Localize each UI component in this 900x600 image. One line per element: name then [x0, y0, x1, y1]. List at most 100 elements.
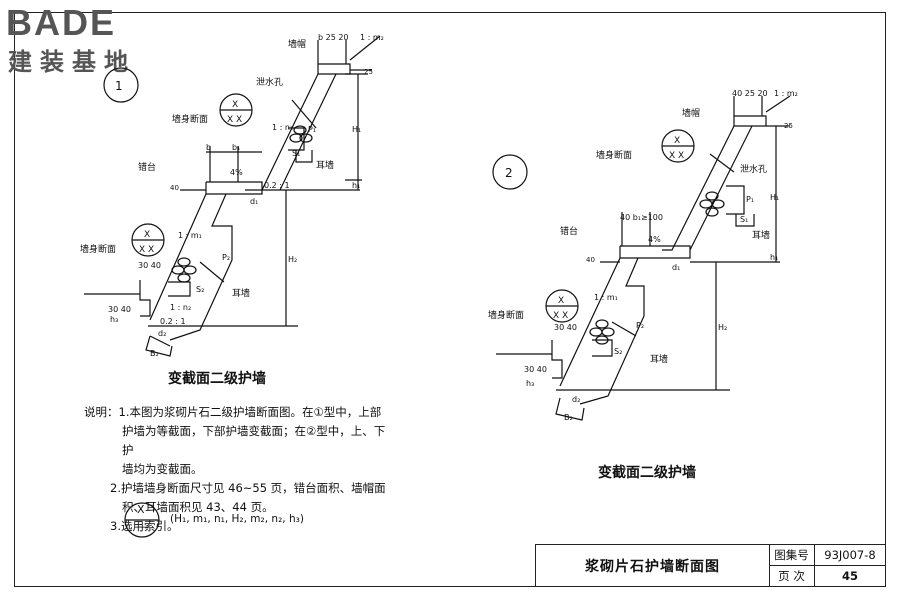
fig1-S1: S₁: [292, 149, 300, 158]
page-label: 页 次: [769, 566, 815, 586]
fig1-lower-wall-back: [169, 193, 233, 341]
fig1-d2: d₂: [158, 329, 166, 338]
fig1-caption: 变截面二级护墙: [168, 371, 266, 387]
fig1-slope-n2: 1 : n₂: [170, 303, 191, 312]
index-x: X: [137, 503, 145, 516]
fig1-number: 1: [115, 79, 123, 93]
fig1-dim-40: 40: [170, 184, 179, 192]
fig2-P2: P₂: [636, 321, 644, 330]
fig1-dim-25: 25: [364, 68, 373, 76]
fig1-h3: h₃: [110, 315, 118, 324]
fig2-b-gt: 40 b₁≥100: [620, 213, 663, 222]
fig2-dim-25: 25: [784, 122, 793, 130]
notes-line-5: 积、耳墙面积见 43、44 页。: [122, 500, 274, 514]
fig1-label-drain: 泄水孔: [256, 76, 283, 88]
logo-brand: BADE: [6, 2, 117, 43]
fig1-slope-m1: 1 : m₁: [178, 231, 202, 240]
fig1-wall-cap: [317, 63, 351, 75]
fig1-lower-wall-front: [149, 193, 207, 321]
fig1-b: b: [206, 143, 211, 152]
fig2-H2: H₂: [718, 323, 727, 332]
fig2-H1: H₁: [770, 193, 779, 202]
fig1-dim-3040a: 30 40: [138, 261, 161, 270]
fig2-pct: 4%: [648, 235, 661, 244]
fig1-berm: [205, 181, 263, 195]
fig1-label-ear-wall-upper: 耳墙: [316, 159, 334, 171]
fig2-label-ear-wall-upper: 耳墙: [752, 229, 770, 241]
fig1-label-section-upper: 墙身断面: [172, 113, 208, 125]
fig2-dim-3040a: 30 40: [554, 323, 577, 332]
fig2-d1: d₁: [672, 263, 680, 272]
fig1-sym-lower-xx: X X: [139, 245, 154, 255]
fig2-dim-top: 40 25 20: [732, 89, 768, 98]
fig1-P1: P₁: [308, 125, 316, 134]
fig1-dim-top: b 25 20: [318, 33, 349, 42]
notes-line-4: 2.护墙墙身断面尺寸见 46~55 页，错台面积、墙帽面: [110, 481, 386, 495]
logo-chinese: 建装基地: [8, 48, 136, 76]
notes-line-2: 护墙为等截面，下部护墙变截面；在②型中，上、下护: [122, 424, 386, 457]
fig2-label-wall-cap: 墙帽: [682, 107, 700, 119]
fig1-label-ear-wall-lower: 耳墙: [232, 287, 250, 299]
fig1-number-circle: [103, 67, 139, 103]
fig1-ratio2: 0.2 : 1: [160, 317, 186, 326]
fig2-label-ear-wall-lower: 耳墙: [650, 353, 668, 365]
fig2-dim-3040b: 30 40: [524, 365, 547, 374]
fig2-h3: h₃: [526, 379, 534, 388]
fig1-slope-n1: 1 : n₁: [272, 123, 293, 132]
notes-line-1: 说明：1.本图为浆砌片石二级护墙断面图。在①型中，上部: [84, 405, 382, 419]
fig1-upper-wall-back: [279, 73, 337, 191]
title-block-title: 浆砌片石护墙断面图: [536, 545, 770, 586]
drawing-frame: [14, 12, 886, 587]
fig2-wall-cap: [733, 115, 767, 127]
index-symbol: X — (H₁, m₁, n₁, H₂, m₂, n₂, h₃): [120, 500, 360, 540]
fig1-S2: S₂: [196, 285, 204, 294]
fig1-b1: b₁: [232, 143, 240, 152]
fig1-ratio: 0.2 : 1: [264, 181, 290, 190]
fig2-number-circle: [492, 154, 528, 190]
fig2-label-drain: 泄水孔: [740, 163, 767, 175]
fig1-label-berm: 错台: [138, 161, 156, 173]
fig2-sym-lower-x: X: [558, 296, 564, 306]
fig2-S2: S₂: [614, 347, 622, 356]
fig1-pct: 4%: [230, 168, 243, 177]
page-value: 45: [841, 569, 858, 583]
fig1-sym-upper-xx: X X: [227, 115, 242, 125]
atlas-value: 93J007-8: [815, 545, 885, 566]
fig1-d1: d₁: [250, 197, 258, 206]
fig2-sym-lower-xx: X X: [553, 311, 568, 321]
fig2-slope-m1: 1 : m₁: [594, 293, 618, 302]
index-circle: [124, 502, 160, 538]
fig2-caption: 变截面二级护墙: [598, 465, 696, 481]
fig1-slope-top: 1 : m₂: [360, 33, 384, 42]
title-block: 浆砌片石护墙断面图 图集号 93J007-8 页 次 45: [535, 544, 886, 587]
fig2-lower-wall-back: [579, 257, 645, 405]
fig1-sym-lower-x: X: [144, 230, 150, 240]
fig2-sym-upper-xx: X X: [669, 151, 684, 161]
fig2-slope-top: 1 : m₂: [774, 89, 798, 98]
logo: BADE 建装基地: [2, 2, 152, 76]
fig2-berm: [619, 245, 691, 259]
fig2-P1: P₁: [746, 195, 754, 204]
fig1-B2: B₂: [150, 349, 159, 358]
fig2-h1: h₁: [770, 253, 778, 262]
fig2-d2: d₂: [572, 395, 580, 404]
fig2-upper-wall-back: [689, 125, 753, 251]
fig2-label-berm: 错台: [560, 225, 578, 237]
fig2-sym-upper-x: X: [674, 136, 680, 146]
fig1-h1: h₁: [352, 181, 360, 190]
fig2-S1: S₁: [740, 215, 748, 224]
fig1-label-wall-cap: 墙帽: [288, 38, 306, 50]
fig1-label-section-lower: 墙身断面: [80, 243, 116, 255]
notes: 说明：1.本图为浆砌片石二级护墙断面图。在①型中，上部 护墙为等截面，下部护墙变…: [84, 403, 394, 536]
fig1-dim-3040b: 30 40: [108, 305, 131, 314]
fig2-lower-wall-front: [559, 257, 621, 387]
fig1-sym-upper-x: X: [232, 100, 238, 110]
fig1-H2: H₂: [288, 255, 297, 264]
fig2-label-section-lower: 墙身断面: [488, 309, 524, 321]
fig2-number: 2: [505, 166, 513, 180]
fig2-label-section-upper: 墙身断面: [596, 149, 632, 161]
notes-line-6: 3.选用索引。: [110, 519, 179, 533]
fig2-B2: B₂: [564, 413, 573, 422]
index-dash: —: [136, 520, 147, 533]
